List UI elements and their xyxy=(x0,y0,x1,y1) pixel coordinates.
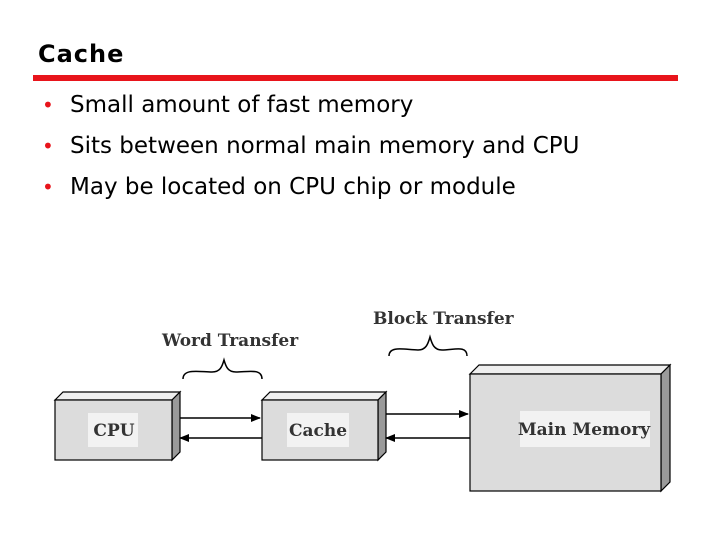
cpu-box: CPU xyxy=(53,390,182,462)
bullet-item: • May be located on CPU chip or module xyxy=(42,171,580,212)
block-transfer-brace-icon xyxy=(388,334,468,357)
cpu-label: CPU xyxy=(93,421,134,441)
cache-label: Cache xyxy=(289,421,347,441)
bullet-text: May be located on CPU chip or module xyxy=(70,174,516,200)
bullet-item: • Sits between normal main memory and CPU xyxy=(42,130,580,171)
main-memory-box: Main Memory xyxy=(468,363,672,493)
main-memory-label: Main Memory xyxy=(518,420,651,440)
bullet-text: Sits between normal main memory and CPU xyxy=(70,133,580,159)
bullet-icon: • xyxy=(42,134,54,158)
word-transfer-label: Word Transfer xyxy=(161,331,299,351)
bullet-icon: • xyxy=(42,175,54,199)
bullet-text: Small amount of fast memory xyxy=(70,92,414,118)
slide-title: Cache xyxy=(38,40,125,68)
bullet-list: • Small amount of fast memory • Sits betwe… xyxy=(42,89,580,212)
block-transfer-label: Block Transfer xyxy=(373,309,515,329)
bullet-item: • Small amount of fast memory xyxy=(42,89,580,130)
word-transfer-brace-icon xyxy=(182,357,263,380)
cache-box: Cache xyxy=(260,390,388,462)
title-underline xyxy=(33,75,678,81)
bullet-icon: • xyxy=(42,93,54,117)
